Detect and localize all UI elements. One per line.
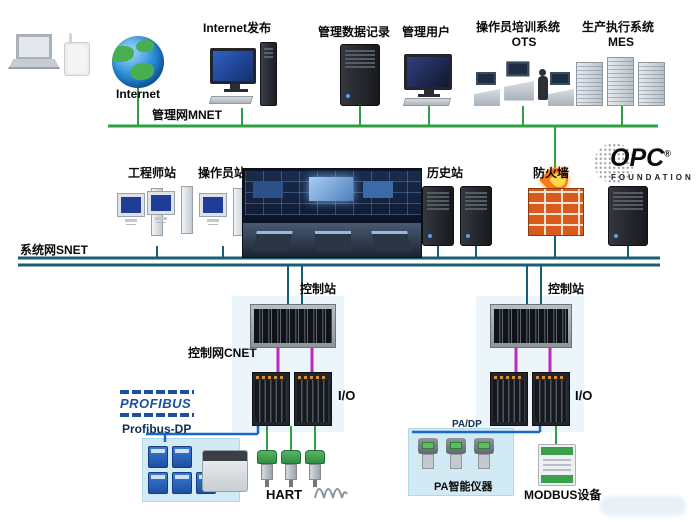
monitor-base — [418, 94, 440, 97]
dotted-globe-icon — [594, 143, 634, 183]
server-rack — [607, 57, 634, 106]
pa-instrument — [444, 438, 468, 476]
pc-tower — [260, 42, 277, 106]
io-rack — [294, 372, 332, 426]
label-firewall: 防火墙 — [533, 166, 570, 180]
label-ots-abbr: OTS — [511, 35, 537, 49]
io-cards — [297, 380, 329, 422]
controller-rack-left — [250, 304, 336, 348]
profibus-logo-text: PROFIBUS — [120, 396, 192, 411]
server-tower — [460, 186, 492, 246]
io-cards — [535, 380, 567, 422]
keyboard — [402, 98, 452, 106]
data-record-server — [340, 44, 380, 106]
internet-publish-pc — [204, 40, 280, 108]
registered-mark: ® — [664, 148, 671, 159]
firewall-icon — [528, 163, 584, 238]
console-icon — [474, 72, 500, 106]
label-snet: 系统网SNET — [20, 243, 89, 257]
fieldbus-module — [172, 472, 192, 494]
server-rack — [576, 62, 603, 106]
io-rack — [490, 372, 528, 426]
label-mes-abbr: MES — [607, 35, 634, 49]
label-control-station-left: 控制站 — [300, 282, 337, 296]
io-rack — [532, 372, 570, 426]
label-data-record: 管理数据记录 — [318, 25, 391, 39]
label-mgmt-user: 管理用户 — [402, 25, 451, 39]
engineer-workstations — [118, 184, 196, 246]
label-pa-dp: PA/DP — [452, 419, 482, 430]
label-ots-title: 操作员培训系统 — [476, 20, 561, 34]
gateway-device — [202, 450, 248, 492]
laptop-screen — [16, 34, 52, 59]
module-cards — [254, 309, 332, 343]
io-cards — [493, 380, 525, 422]
opc-foundation-logo: OPC® FOUNDATION — [594, 143, 694, 186]
server-rack — [638, 62, 665, 106]
opc-logo-text: OPC — [610, 144, 665, 172]
main-screen — [309, 177, 353, 201]
label-mnet: 管理网MNET — [152, 108, 222, 122]
watermark — [600, 496, 686, 516]
brick-wall — [528, 188, 584, 236]
hart-transmitter — [256, 450, 278, 488]
label-cnet: 控制网CNET — [188, 346, 257, 360]
mes-servers — [576, 54, 668, 106]
console-icon — [548, 72, 574, 106]
monitor — [404, 54, 452, 90]
monitor-stand — [230, 84, 240, 89]
modbus-device — [538, 444, 576, 486]
label-internet: Internet — [115, 87, 160, 101]
module-cards — [494, 309, 568, 343]
mgmt-user-pc — [400, 54, 460, 106]
monitor-base — [224, 89, 248, 92]
label-io-right: I/O — [575, 388, 593, 403]
laptop-keyboard — [8, 59, 60, 69]
controller-rack-right — [490, 304, 572, 348]
label-internet-publish: Internet发布 — [203, 21, 272, 35]
fieldbus-module — [148, 446, 168, 468]
opc-logo-subtext: FOUNDATION — [611, 173, 694, 182]
console-icon — [504, 61, 534, 101]
hart-transmitter — [280, 450, 302, 488]
wireless-router-icon — [64, 33, 90, 76]
profibus-logo: PROFIBUS — [120, 388, 194, 419]
label-control-station-right: 控制站 — [548, 282, 585, 296]
operator-silhouette — [538, 69, 548, 100]
label-hart: HART — [266, 487, 303, 502]
label-mes-title: 生产执行系统 — [582, 20, 655, 34]
monitor-stand — [424, 90, 434, 94]
fieldbus-module — [172, 446, 192, 468]
pa-instrument — [472, 438, 496, 476]
server-tower — [422, 186, 454, 246]
pa-instrument — [416, 438, 440, 476]
label-operator-station: 操作员站 — [198, 166, 247, 180]
monitor — [210, 48, 256, 84]
control-room-photo — [242, 168, 422, 258]
io-cards — [255, 380, 287, 422]
history-servers — [422, 186, 494, 246]
label-pa-instruments: PA智能仪器 — [434, 481, 493, 493]
label-modbus: MODBUS设备 — [524, 488, 602, 502]
io-rack — [252, 372, 290, 426]
hart-transmitter — [304, 450, 326, 488]
label-io-left: I/O — [338, 388, 356, 403]
label-history-station: 历史站 — [427, 166, 464, 180]
opc-server — [608, 186, 648, 246]
internet-globe-icon — [112, 36, 164, 88]
fieldbus-module — [148, 472, 168, 494]
label-profibus-dp: Profibus-DP — [122, 422, 192, 436]
label-engineer-station: 工程师站 — [128, 166, 177, 180]
operator-workstation — [200, 186, 246, 246]
laptop-icon — [8, 34, 60, 74]
ots-consoles — [474, 56, 574, 106]
coil-symbol — [314, 488, 348, 499]
workstation-icon — [148, 184, 194, 244]
keyboard — [208, 96, 254, 104]
